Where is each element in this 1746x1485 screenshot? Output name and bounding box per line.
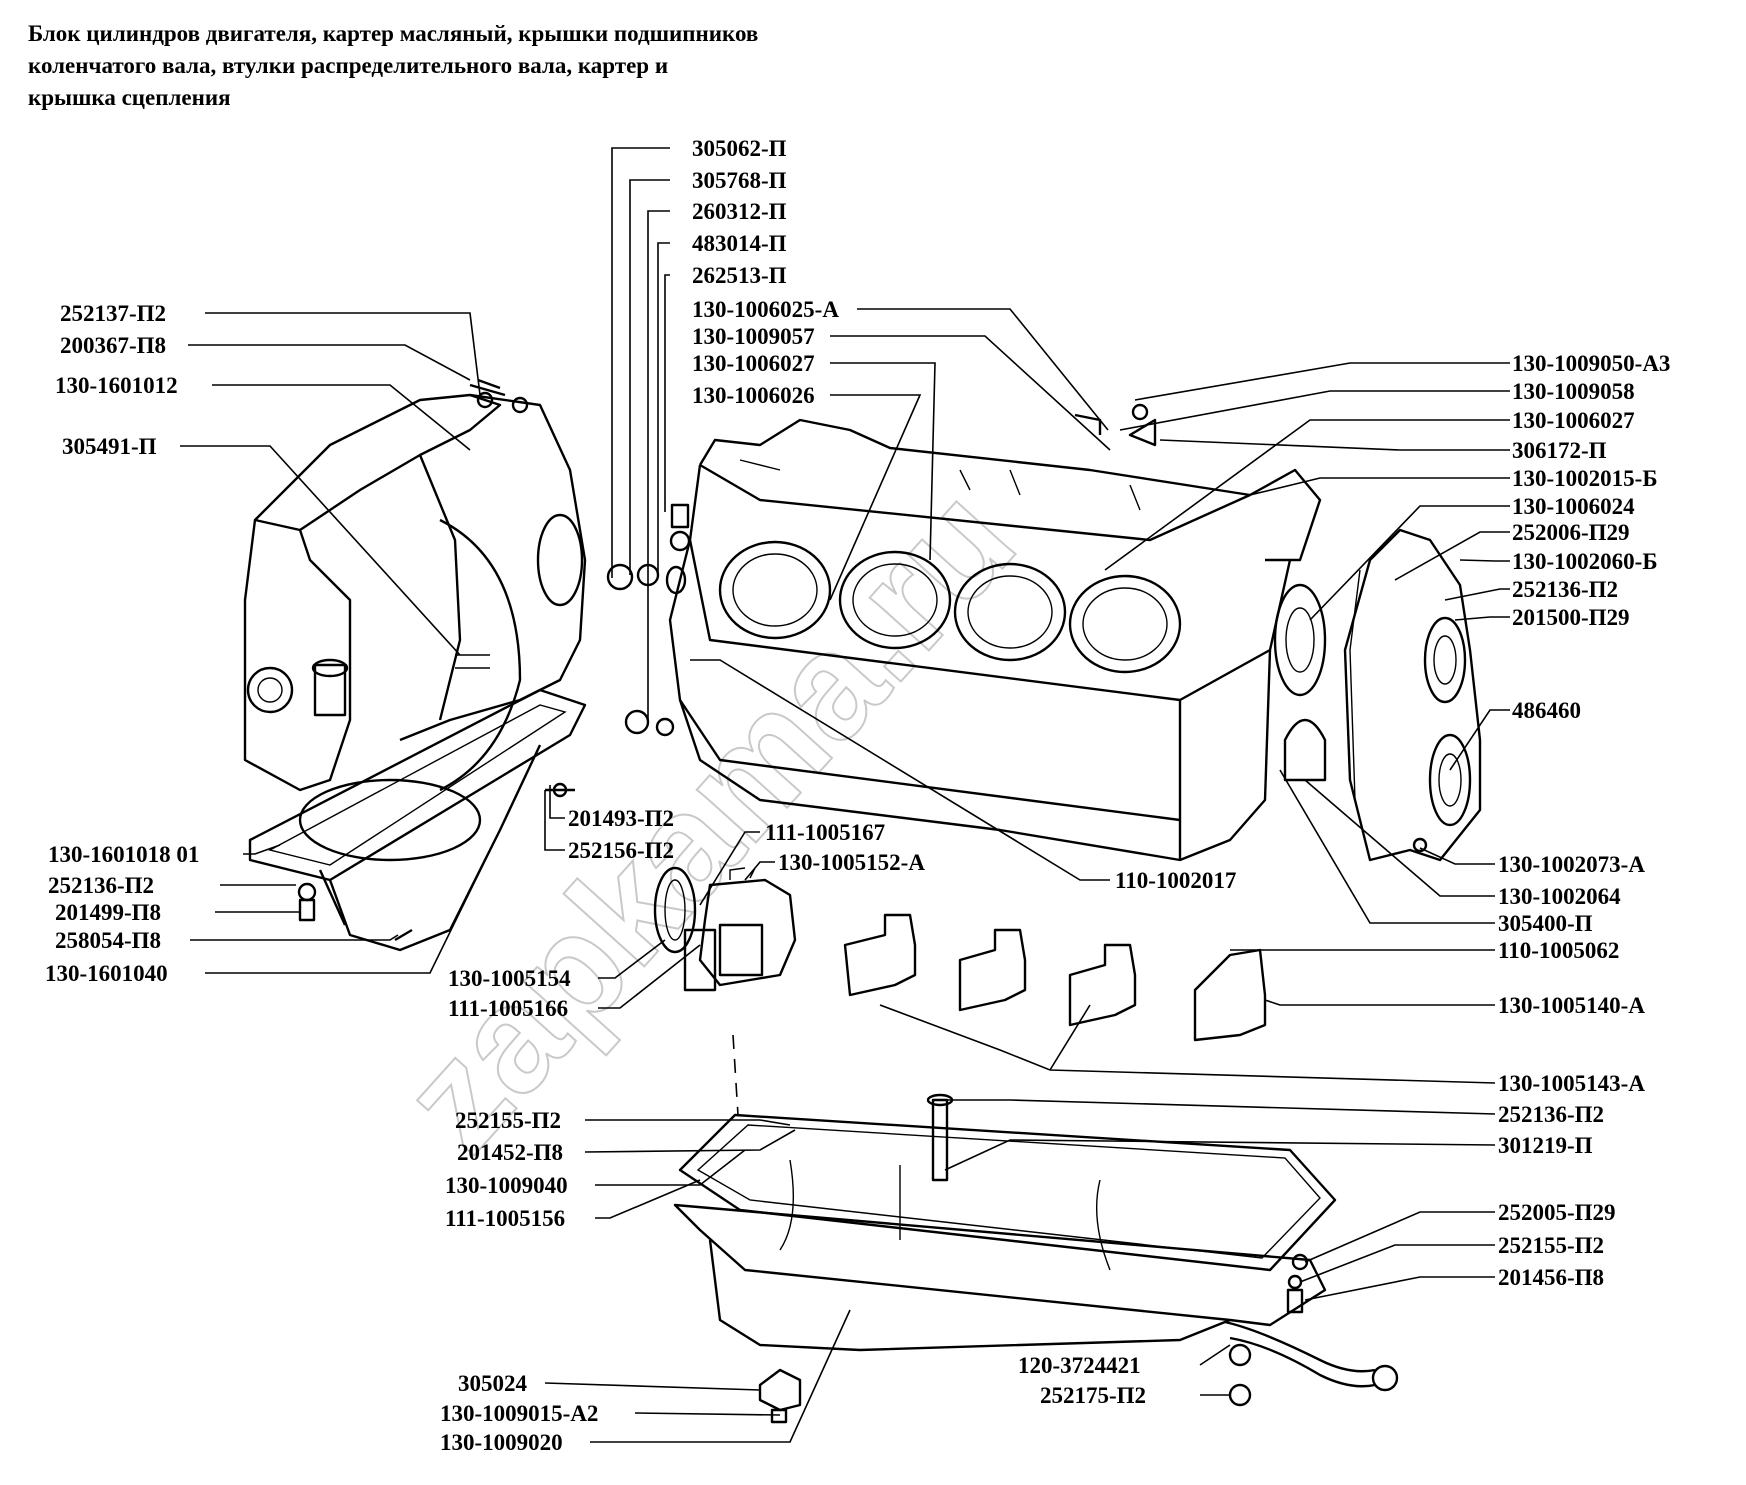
label-130-1009050-a3: 130-1009050-А3 bbox=[1512, 351, 1670, 376]
label-130-1002015-b: 130-1002015-Б bbox=[1512, 466, 1658, 491]
label-252136-p2-top: 252136-П2 bbox=[1512, 577, 1618, 602]
label-305768: 305768-П bbox=[692, 168, 787, 193]
label-130-1009057: 130-1009057 bbox=[692, 324, 815, 349]
label-260312: 260312-П bbox=[692, 199, 787, 224]
label-200367-p8: 200367-П8 bbox=[60, 333, 166, 358]
label-130-1005143-a: 130-1005143-А bbox=[1498, 1071, 1645, 1096]
label-483014: 483014-П bbox=[692, 231, 787, 256]
label-130-1006027-right: 130-1006027 bbox=[1512, 408, 1635, 433]
label-130-1009020: 130-1009020 bbox=[440, 1430, 563, 1455]
label-130-1006027-top: 130-1006027 bbox=[692, 351, 815, 376]
label-110-1005062: 110-1005062 bbox=[1498, 938, 1619, 963]
label-201500-p29: 201500-П29 bbox=[1512, 605, 1630, 630]
label-252005-p29: 252005-П29 bbox=[1498, 1200, 1616, 1225]
label-130-1005154: 130-1005154 bbox=[448, 966, 571, 991]
label-130-1002060-b: 130-1002060-Б bbox=[1512, 549, 1658, 574]
label-130-1601012: 130-1601012 bbox=[55, 373, 178, 398]
label-130-1601040: 130-1601040 bbox=[45, 961, 168, 986]
drain-plug-drawing bbox=[758, 1368, 802, 1424]
label-111-1005167: 111-1005167 bbox=[765, 820, 885, 845]
label-252155-p2-left: 252155-П2 bbox=[455, 1108, 561, 1133]
label-201456-p8: 201456-П8 bbox=[1498, 1265, 1604, 1290]
label-305491: 305491-П bbox=[62, 434, 157, 459]
label-305062: 305062-П bbox=[692, 136, 787, 161]
label-130-1006026: 130-1006026 bbox=[692, 383, 815, 408]
label-130-1005140-a: 130-1005140-А bbox=[1498, 993, 1645, 1018]
label-258054-p8: 258054-П8 bbox=[55, 928, 161, 953]
title-line-1: Блок цилиндров двигателя, картер масляны… bbox=[28, 21, 759, 46]
label-252136-p2-pan: 252136-П2 bbox=[1498, 1102, 1604, 1127]
clutch-housing-drawing bbox=[243, 378, 587, 792]
part-labels: 305062-П 305768-П 260312-П 483014-П 2625… bbox=[45, 136, 1670, 1455]
label-252175-p2: 252175-П2 bbox=[1040, 1383, 1146, 1408]
main-bearing-caps-drawing bbox=[843, 913, 1267, 1042]
label-130-1002073-a: 130-1002073-А bbox=[1498, 852, 1645, 877]
label-252155-p2-right: 252155-П2 bbox=[1498, 1233, 1604, 1258]
label-262513: 262513-П bbox=[692, 263, 787, 288]
oil-pan-drawing bbox=[673, 1093, 1337, 1352]
label-130-1002064: 130-1002064 bbox=[1498, 884, 1621, 909]
label-201499-p8: 201499-П8 bbox=[55, 900, 161, 925]
label-120-3724421: 120-3724421 bbox=[1018, 1353, 1141, 1378]
label-130-1601018-01: 130-1601018 01 bbox=[48, 842, 199, 867]
label-305400: 305400-П bbox=[1498, 911, 1593, 936]
title-line-2: коленчатого вала, втулки распределительн… bbox=[28, 53, 669, 78]
ground-strap-drawing bbox=[1224, 1320, 1399, 1407]
clutch-fasteners-drawing bbox=[297, 882, 413, 942]
label-130-1009015-a2: 130-1009015-А2 bbox=[440, 1401, 598, 1426]
rear-bearing-cap-drawing bbox=[653, 866, 797, 992]
label-301219: 301219-П bbox=[1498, 1133, 1593, 1158]
label-130-1005152-a: 130-1005152-А bbox=[778, 850, 925, 875]
label-252156-p2: 252156-П2 bbox=[568, 838, 674, 863]
diagram-title: Блок цилиндров двигателя, картер масляны… bbox=[28, 18, 1008, 114]
clutch-cover-drawing bbox=[248, 688, 587, 952]
label-306172: 306172-П bbox=[1512, 438, 1607, 463]
label-201493-p2: 201493-П2 bbox=[568, 806, 674, 831]
label-111-1005166: 111-1005166 bbox=[448, 996, 568, 1021]
label-305024: 305024 bbox=[458, 1371, 528, 1396]
title-line-3: крышка сцепления bbox=[28, 85, 231, 110]
label-252136-p2-left: 252136-П2 bbox=[48, 873, 154, 898]
cylinder-block-drawing bbox=[668, 403, 1327, 862]
label-110-1002017: 110-1002017 bbox=[1115, 868, 1236, 893]
label-486460: 486460 bbox=[1512, 698, 1581, 723]
timing-cover-drawing bbox=[1343, 528, 1482, 862]
label-111-1005156: 111-1005156 bbox=[445, 1206, 565, 1231]
label-252006-p29: 252006-П29 bbox=[1512, 520, 1630, 545]
label-130-1009040: 130-1009040 bbox=[445, 1173, 568, 1198]
label-252137-p2: 252137-П2 bbox=[60, 301, 166, 326]
label-201452-p8: 201452-П8 bbox=[457, 1140, 563, 1165]
label-130-1006025-a: 130-1006025-А bbox=[692, 297, 839, 322]
label-130-1009058: 130-1009058 bbox=[1512, 379, 1635, 404]
leader-lines bbox=[180, 147, 1510, 1443]
label-130-1006024: 130-1006024 bbox=[1512, 494, 1635, 519]
watermark: zapkama.ru bbox=[369, 456, 1046, 1182]
